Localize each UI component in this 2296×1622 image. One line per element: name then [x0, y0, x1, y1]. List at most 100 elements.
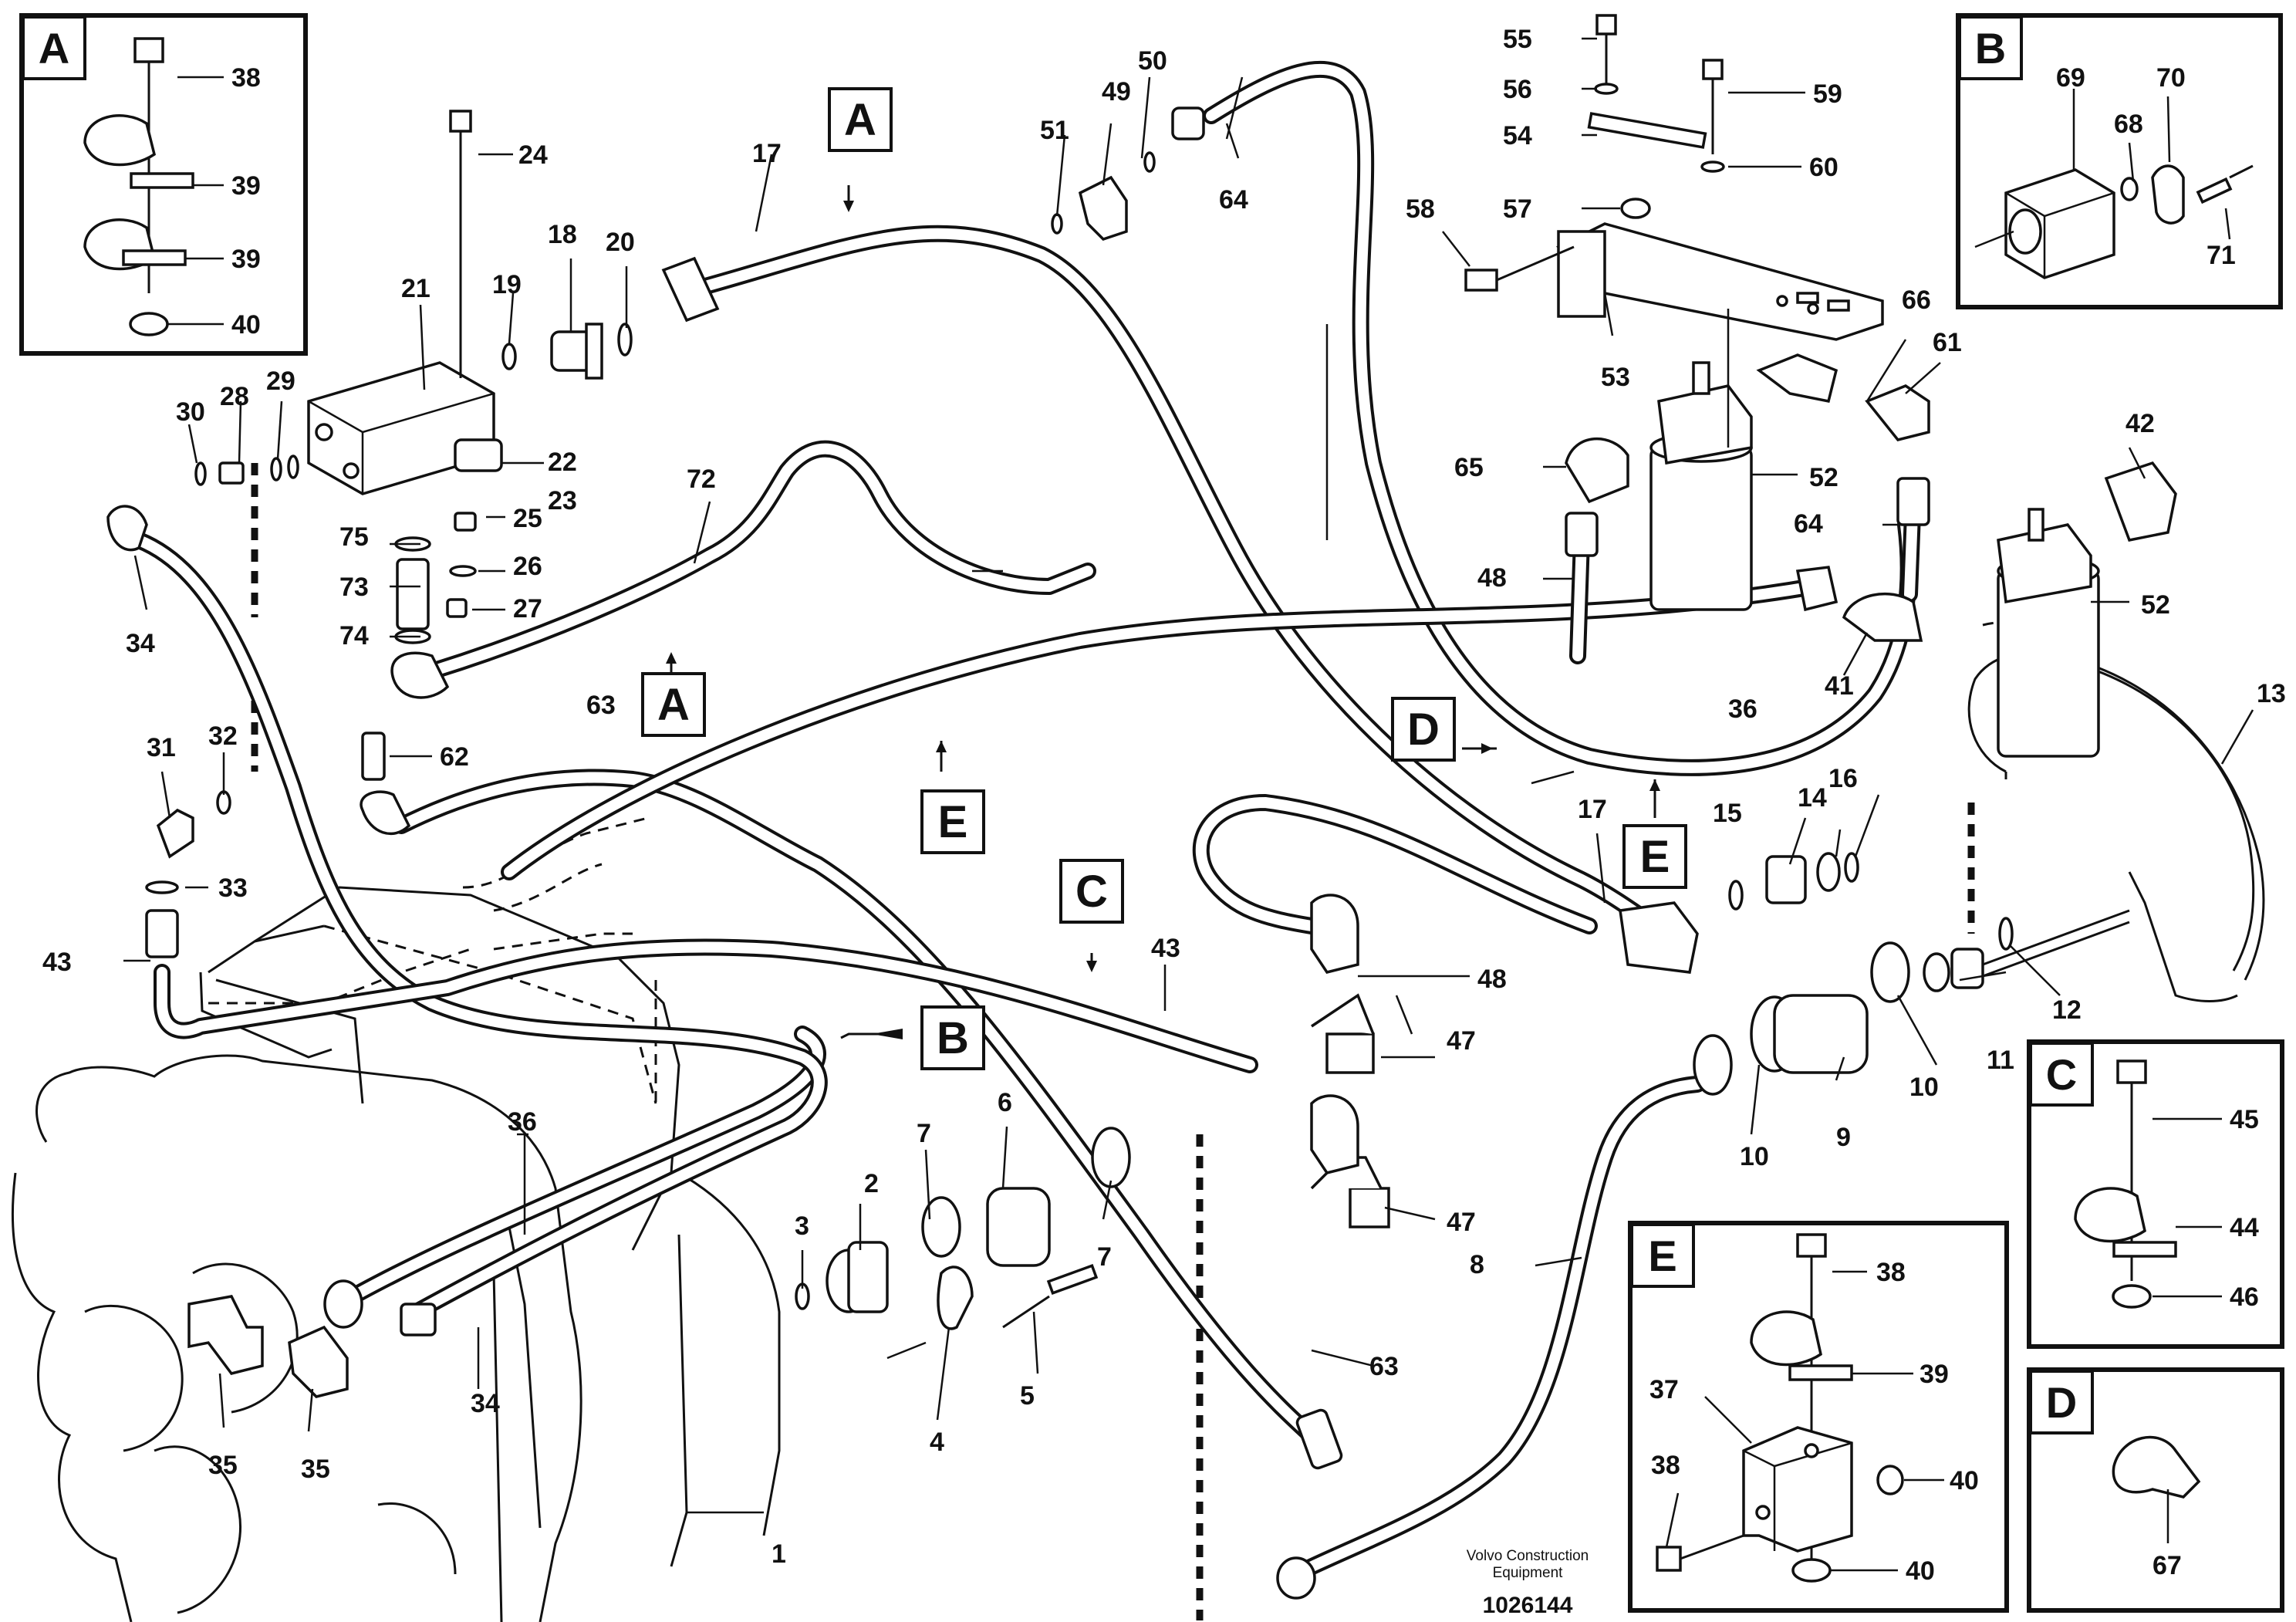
label-36-b: 36 — [1728, 694, 1757, 724]
inset-E-label-38-a: 38 — [1876, 1258, 1906, 1287]
label-52-a: 52 — [1809, 463, 1838, 492]
label-20: 20 — [606, 228, 635, 257]
inset-B-label-71: 71 — [2207, 241, 2236, 270]
inset-B-label-68: 68 — [2114, 110, 2143, 139]
label-41: 41 — [1825, 671, 1854, 701]
hoses — [130, 60, 2130, 1583]
brand-line-2: Equipment — [1493, 1565, 1564, 1581]
label-29: 29 — [266, 367, 295, 396]
label-47-b: 47 — [1447, 1208, 1476, 1237]
label-25: 25 — [513, 504, 542, 533]
label-5: 5 — [1020, 1381, 1035, 1411]
view-arrows — [666, 185, 1660, 1039]
label-7-b: 7 — [1097, 1242, 1112, 1272]
inset-A-label-40: 40 — [231, 310, 261, 340]
label-33: 33 — [218, 874, 248, 903]
footer: Volvo Construction Equipment 1026144 — [1467, 1548, 1589, 1618]
view-tag-A-mid — [641, 672, 706, 737]
inset-D-label-67: 67 — [2152, 1551, 2182, 1580]
label-2: 2 — [864, 1169, 879, 1198]
view-tag-E-left-letter: E — [938, 797, 968, 847]
label-34-b: 34 — [471, 1389, 500, 1418]
label-10-b: 10 — [1909, 1073, 1939, 1102]
label-11: 11 — [1987, 1046, 2014, 1075]
label-31: 31 — [147, 733, 176, 762]
label-62: 62 — [440, 742, 469, 772]
label-24: 24 — [518, 140, 548, 170]
inset-A: A 38 39 39 40 — [19, 13, 308, 356]
label-23: 23 — [548, 486, 577, 515]
view-tag-A-top-letter: A — [844, 95, 876, 145]
view-tag-B — [920, 1005, 985, 1070]
label-74: 74 — [339, 621, 369, 650]
label-56: 56 — [1503, 75, 1532, 104]
label-18: 18 — [548, 220, 577, 249]
label-3: 3 — [795, 1211, 809, 1241]
inset-E-letter: E — [1648, 1232, 1676, 1280]
inset-E-label-40-b: 40 — [1906, 1556, 1935, 1586]
view-tag-C — [1059, 859, 1124, 924]
label-50: 50 — [1138, 46, 1167, 76]
label-19: 19 — [492, 270, 522, 299]
inset-A-label-38: 38 — [231, 63, 261, 93]
label-66: 66 — [1902, 286, 1931, 315]
label-51: 51 — [1040, 116, 1069, 145]
label-16: 16 — [1828, 764, 1858, 793]
label-32: 32 — [208, 721, 238, 751]
label-10-a: 10 — [1740, 1142, 1769, 1171]
inset-C-label-46: 46 — [2230, 1282, 2259, 1312]
part-labels: 1 2 3 4 5 6 7 7 8 9 10 10 11 12 13 14 15… — [42, 25, 2286, 1569]
label-14: 14 — [1798, 783, 1827, 813]
label-7-a: 7 — [917, 1119, 931, 1148]
label-54: 54 — [1503, 121, 1532, 150]
inset-D: D 67 — [2027, 1367, 2284, 1613]
label-43-b: 43 — [1151, 934, 1180, 963]
view-tag-A-top — [828, 87, 893, 152]
label-47-a: 47 — [1447, 1026, 1476, 1056]
view-tag-C-letter: C — [1075, 867, 1108, 917]
label-42: 42 — [2125, 409, 2155, 438]
inset-C-label-45: 45 — [2230, 1105, 2259, 1134]
inset-B-label-69: 69 — [2056, 63, 2085, 93]
label-59: 59 — [1813, 79, 1842, 109]
label-49: 49 — [1102, 77, 1131, 106]
label-21: 21 — [401, 274, 430, 303]
phantom-lines — [208, 463, 2084, 1620]
label-28: 28 — [220, 382, 249, 411]
view-tag-A-mid-letter: A — [657, 680, 690, 730]
label-53: 53 — [1601, 363, 1630, 392]
inset-E-label-37: 37 — [1649, 1375, 1679, 1404]
label-26: 26 — [513, 552, 542, 581]
label-48-a: 48 — [1477, 563, 1507, 593]
label-72: 72 — [687, 465, 716, 494]
inset-E: E 38 39 37 38 40 40 — [1628, 1221, 2009, 1613]
label-30: 30 — [176, 397, 205, 427]
view-tag-E-right-letter: E — [1640, 832, 1670, 882]
view-tags: A A B C D E E — [641, 87, 1687, 1070]
label-48-b: 48 — [1477, 965, 1507, 994]
inset-C-letter: C — [2046, 1050, 2077, 1099]
label-55: 55 — [1503, 25, 1532, 54]
inset-B-label-70: 70 — [2156, 63, 2186, 93]
inset-A-label-39-b: 39 — [231, 245, 261, 274]
label-17-b: 17 — [1578, 795, 1607, 824]
label-57: 57 — [1503, 194, 1532, 224]
label-65: 65 — [1454, 453, 1484, 482]
inset-D-letter: D — [2046, 1378, 2077, 1427]
inset-A-letter: A — [39, 24, 69, 73]
inset-A-label-39-a: 39 — [231, 171, 261, 201]
label-64-b: 64 — [1794, 509, 1823, 539]
inset-C-label-44: 44 — [2230, 1213, 2259, 1242]
brand-line-1: Volvo Construction — [1467, 1548, 1589, 1564]
label-13: 13 — [2257, 679, 2286, 708]
label-6: 6 — [998, 1088, 1012, 1117]
view-tag-E-right — [1622, 824, 1687, 889]
inset-C: C 45 44 46 — [2027, 1039, 2284, 1349]
label-58: 58 — [1406, 194, 1435, 224]
label-22: 22 — [548, 448, 577, 477]
label-75: 75 — [339, 522, 369, 552]
label-35-b: 35 — [301, 1455, 330, 1484]
engine-outline — [12, 651, 2265, 1622]
label-63-a: 63 — [586, 691, 616, 720]
